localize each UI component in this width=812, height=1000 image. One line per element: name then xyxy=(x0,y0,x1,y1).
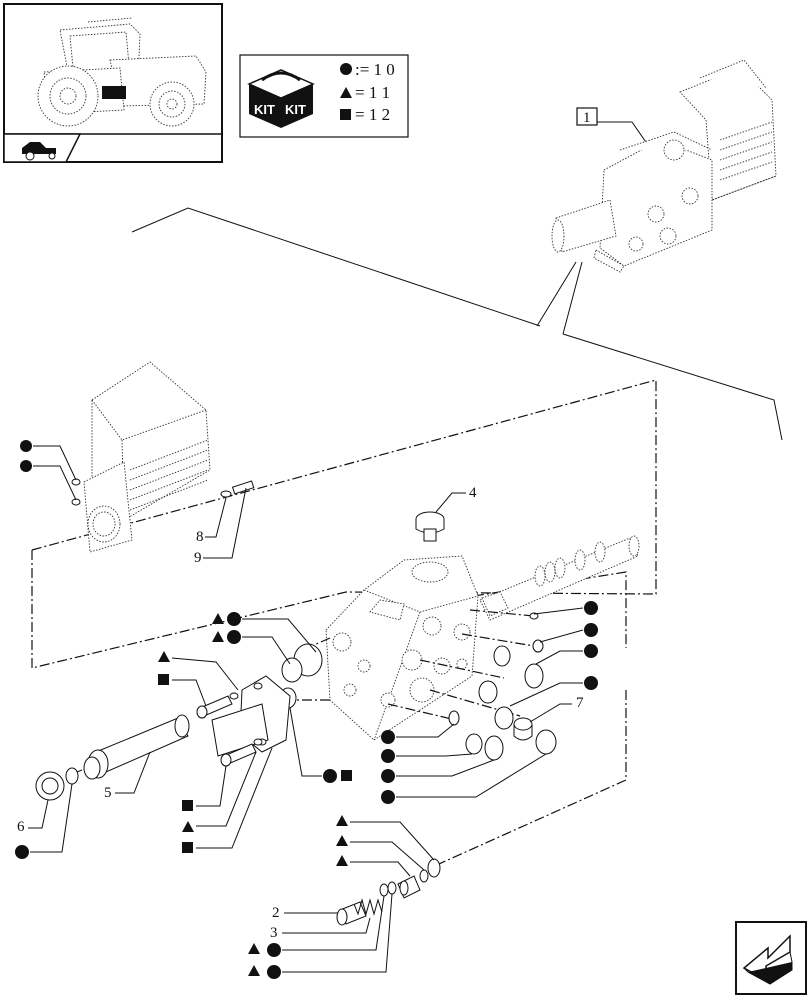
callout-7: 7 xyxy=(576,695,584,711)
callout-3: 3 xyxy=(270,925,278,941)
solenoid-cap xyxy=(83,361,211,553)
kit-label-left: KIT xyxy=(254,102,275,117)
spring-part-3 xyxy=(353,898,383,916)
kit-box-icon: KIT KIT xyxy=(247,69,315,128)
triangle-symbol-icon xyxy=(340,87,352,98)
circle-symbol-icon xyxy=(340,63,352,75)
nut-part-6 xyxy=(35,771,65,801)
legend-circle-value: := 1 0 xyxy=(355,60,395,79)
callout-5: 5 xyxy=(104,785,112,801)
callout-1: 1 xyxy=(583,110,591,126)
legend-square-value: = 1 2 xyxy=(355,105,390,124)
legend-triangle-value: = 1 1 xyxy=(355,83,390,102)
callout-2: 2 xyxy=(272,905,280,921)
valve-assembly-view: 1 xyxy=(131,59,783,441)
callout-4: 4 xyxy=(469,485,477,501)
spool xyxy=(479,535,640,621)
callout-9: 9 xyxy=(194,550,202,566)
square-symbol-icon xyxy=(340,109,351,120)
cap-part-2 xyxy=(336,901,367,926)
kit-legend: KIT KIT := 1 0 = 1 1 = 1 2 xyxy=(239,54,409,138)
next-page-arrow-icon[interactable] xyxy=(735,921,807,995)
callout-6: 6 xyxy=(17,819,25,835)
callout-8: 8 xyxy=(196,529,204,545)
tractor-thumbnail-icon[interactable] xyxy=(3,3,223,163)
valve-body xyxy=(325,555,479,741)
plug-part-4: 4 xyxy=(415,485,477,542)
part-7: 7 xyxy=(513,695,584,741)
tube-part-5 xyxy=(71,714,190,780)
kit-label-right: KIT xyxy=(285,102,306,117)
